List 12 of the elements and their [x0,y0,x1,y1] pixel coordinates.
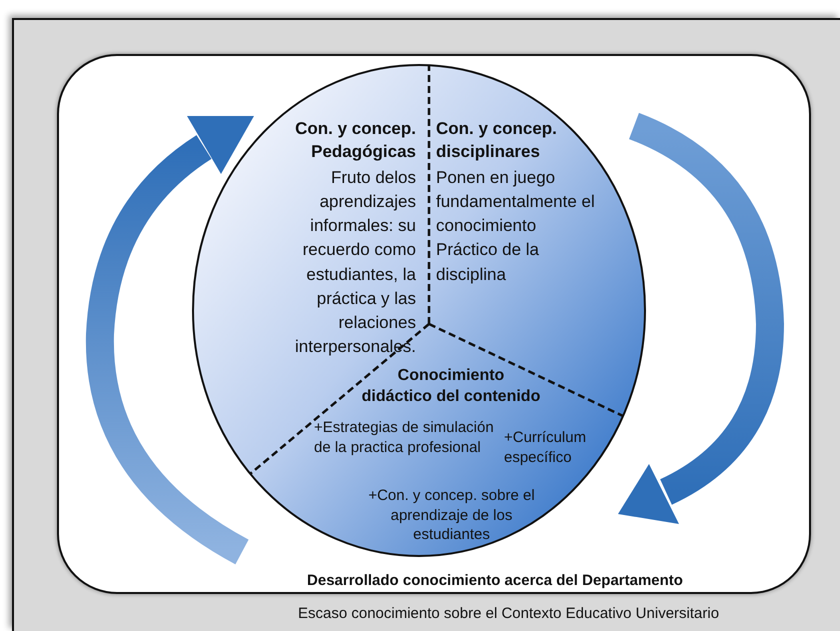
sector-description: Fruto delos aprendizajes informales: su recuerdo como estudiantes, la práctica y las relaciones interpersonales. [294,167,416,358]
sector-heading: Con. y concep. disciplinares [436,118,558,163]
outer-frame [12,18,840,631]
list-item: +Con. y concep. sobre el aprendizaje de los estudiantes [367,486,536,544]
sector-description: Ponen en juego fundamentalmente el conocimiento Práctico de la disciplina [436,167,596,286]
sector-heading: Conocimiento didáctico del contenido [361,366,541,407]
bottom-caption: Escaso conocimiento sobre el Contexto Educativo Universitario [298,605,720,623]
list-item: +Currículum específico [504,428,588,467]
rounded-panel [57,54,811,594]
list-item: +Estrategias de simulación de la practica profesional [314,418,495,457]
sector-heading: Con. y concep. Pedagógicas [294,118,416,163]
panel-caption: Desarrollado conocimiento acerca del Departamento [306,572,684,590]
